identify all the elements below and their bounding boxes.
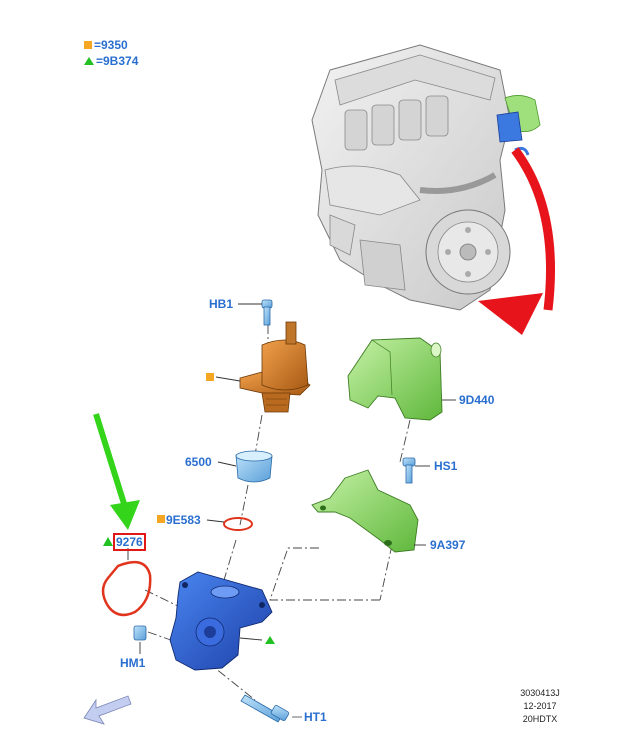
bracket-icon (311, 469, 419, 553)
oring-9e583-icon (223, 517, 253, 531)
legend-square-text: =9350 (94, 38, 128, 52)
square-marker-9e583 (157, 515, 165, 523)
orange-square-icon (84, 41, 92, 49)
label-hb1: HB1 (209, 297, 234, 311)
hb1-bolt-icon (261, 299, 273, 326)
square-marker-pump (206, 373, 214, 381)
label-hm1: HM1 (120, 656, 146, 670)
triangle-marker-housing (265, 636, 275, 644)
view-direction-arrow-icon (83, 695, 132, 725)
label-9276: 9276 (113, 533, 146, 551)
legend-item-square: =9350 (84, 38, 128, 52)
green-triangle-icon (84, 57, 94, 65)
pump-housing-icon (169, 571, 273, 671)
fuel-pump-icon (239, 321, 311, 413)
hm1-stud-icon (133, 625, 147, 641)
follower-6500-icon (235, 450, 273, 483)
reference-variant: 20HDTX (522, 714, 558, 724)
heat-shield-icon (347, 337, 443, 421)
label-9d440: 9D440 (459, 393, 495, 407)
legend-triangle-text: =9B374 (96, 54, 139, 68)
gasket-icon (101, 560, 152, 617)
green-callout-arrow (93, 413, 140, 530)
label-ht1: HT1 (304, 710, 327, 724)
hs1-bolt-icon (402, 457, 416, 484)
reference-code: 3030413J (520, 688, 560, 698)
label-6500: 6500 (185, 455, 212, 469)
reference-date: 12-2017 (523, 701, 557, 711)
ht1-bolt-icon (240, 694, 302, 723)
red-direction-arrow (478, 147, 556, 335)
engine-illustration (311, 44, 541, 311)
triangle-marker-9276 (103, 537, 113, 546)
legend-item-triangle: =9B374 (84, 54, 138, 68)
label-hs1: HS1 (434, 459, 458, 473)
label-leaders (127, 303, 456, 654)
label-9e583: 9E583 (166, 513, 201, 527)
label-9a397: 9A397 (430, 538, 466, 552)
